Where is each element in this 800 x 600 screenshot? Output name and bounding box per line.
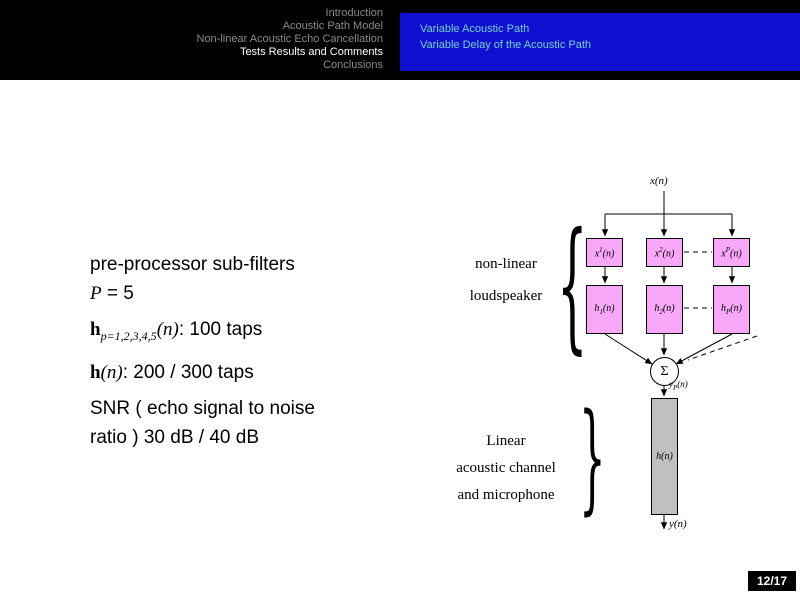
text-line-subfilter-taps: hp=1,2,3,4,5(n): 100 taps (90, 319, 263, 343)
sum-output-label: yP(n) (669, 379, 688, 392)
bullet-text-block: pre-processor sub-filters P = 5 hp=1,2,3… (90, 250, 430, 452)
sum-input-left (604, 333, 653, 365)
group-label-line: non-linear (475, 256, 537, 272)
group-label-line: Linear (486, 433, 526, 449)
input-signal-label: x(n) (650, 175, 668, 187)
text-line-h-taps: h(n): 200 / 300 taps (90, 362, 254, 383)
nav-item-introduction[interactable]: Introduction (325, 7, 383, 19)
text-line-preprocessor: pre-processor sub-filters (90, 254, 295, 275)
sum-input-dashed (687, 335, 758, 361)
subnav-item-variable-delay[interactable]: Variable Delay of the Acoustic Path (420, 39, 592, 51)
box-x1: x1(n) (586, 238, 623, 267)
box-x2: x2(n) (646, 238, 683, 267)
page-number: 12/17 (747, 571, 796, 591)
box-hP: hP(n) (713, 285, 750, 334)
nav-item-conclusions[interactable]: Conclusions (323, 59, 383, 71)
group-label-line: acoustic channel (456, 460, 556, 476)
box-h2: h2(n) (646, 285, 683, 334)
nav-item-acoustic-path-model[interactable]: Acoustic Path Model (282, 20, 383, 32)
subnav-item-variable-acoustic-path[interactable]: Variable Acoustic Path (420, 23, 530, 35)
right-brace-icon: } (579, 387, 606, 527)
sum-input-right (675, 333, 733, 365)
subsection-panel: Variable Acoustic Path Variable Delay of… (400, 13, 800, 71)
box-xP: xP(n) (713, 238, 750, 267)
group-label-nonlinear-loudspeaker: non-linear loudspeaker (420, 255, 592, 319)
text-line-snr-1: SNR ( echo signal to noise (90, 398, 315, 419)
nav-item-tests-results[interactable]: Tests Results and Comments (239, 46, 383, 58)
group-label-linear-channel: Linear acoustic channel and microphone (420, 428, 592, 509)
header-bar: Introduction Acoustic Path Model Non-lin… (0, 0, 800, 80)
text-line-p-equals-5: P = 5 (90, 283, 134, 304)
box-h1: h1(n) (586, 285, 623, 334)
output-signal-label: y(n) (669, 518, 687, 530)
summation-node: Σ (650, 357, 679, 386)
group-label-line: and microphone (457, 487, 555, 503)
group-label-line: loudspeaker (469, 288, 543, 304)
text-line-snr-2: ratio ) 30 dB / 40 dB (90, 427, 259, 448)
nav-item-nonlinear-aec[interactable]: Non-linear Acoustic Echo Cancellation (196, 33, 384, 45)
section-nav: Introduction Acoustic Path Model Non-lin… (0, 7, 384, 72)
acoustic-channel-box: h(n) (651, 398, 678, 515)
